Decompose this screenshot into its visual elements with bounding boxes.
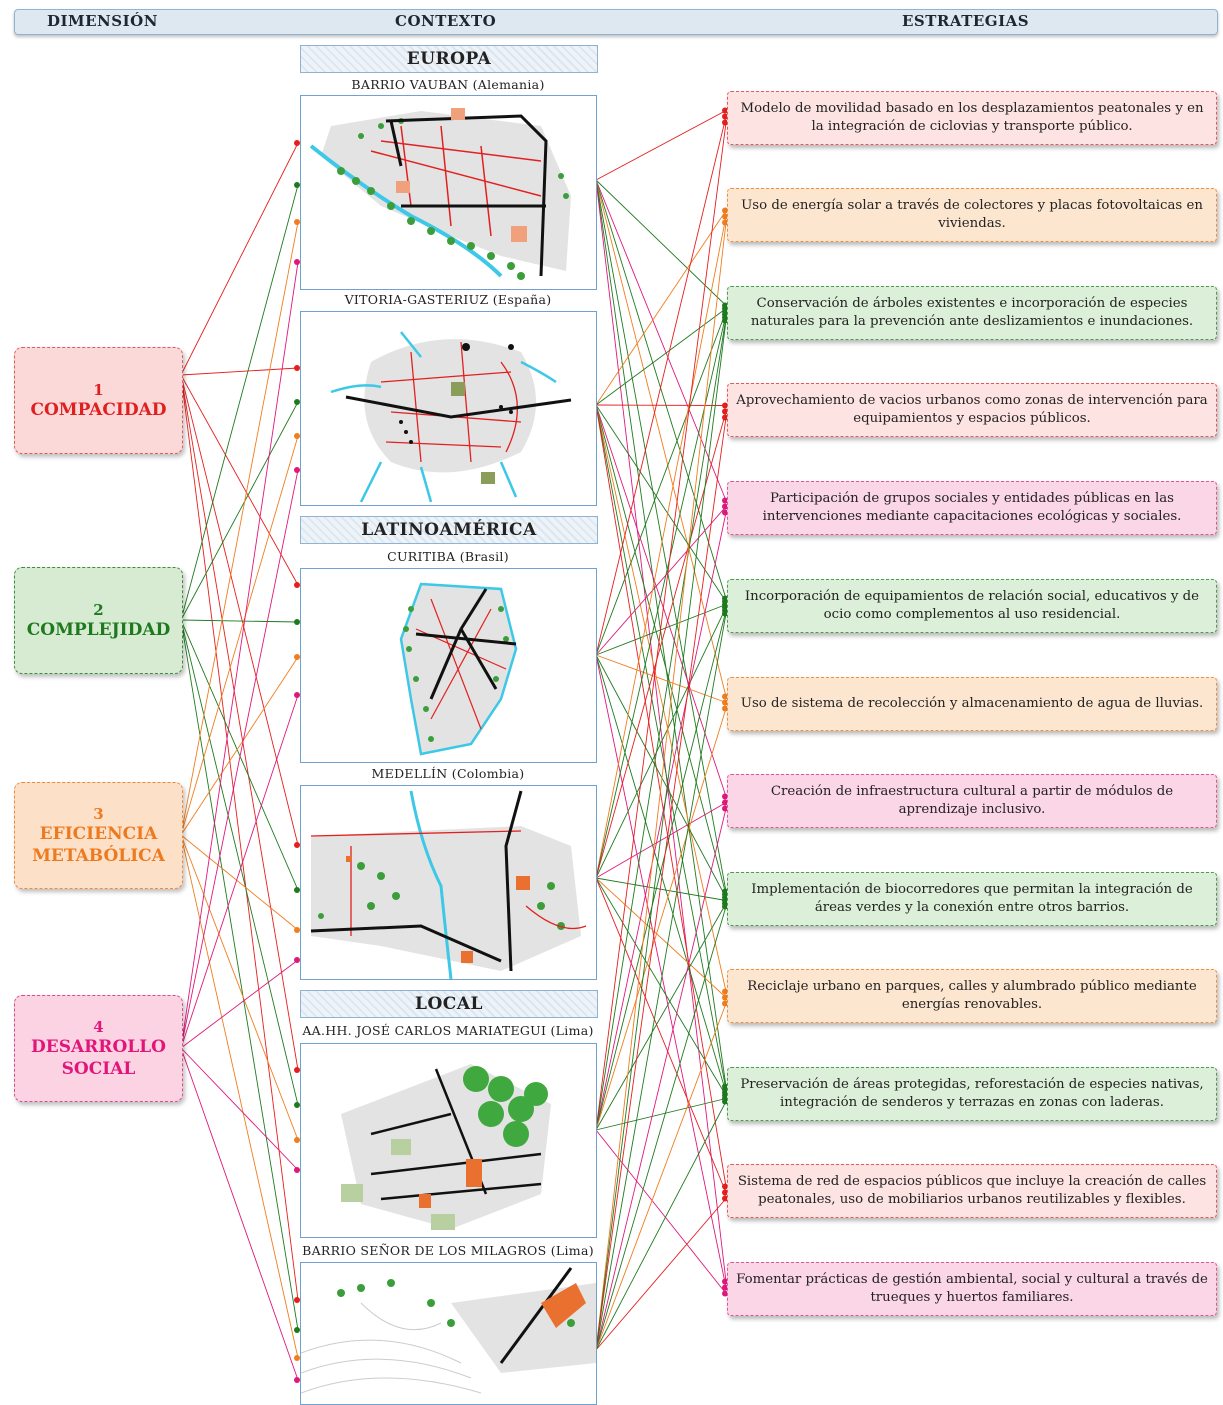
strategy-7: Uso de sistema de recolección y almacena… [727,677,1217,731]
dimension-label: COMPLEJIDAD [26,619,171,640]
map-vitoria [300,311,597,506]
dimension-number: 4 [93,1017,104,1036]
dimension-eficiencia-metabolica: 3 EFICIENCIA METABÓLICA [14,782,183,889]
map-mariategui-drawing [341,1064,551,1230]
strategy-12: Sistema de red de espacios públicos que … [727,1164,1217,1218]
dimension-complejidad: 2 COMPLEJIDAD [14,567,183,674]
strategy-9: Implementación de biocorredores que perm… [727,872,1217,926]
map-curitiba-drawing [399,582,518,756]
dimension-label: COMPACIDAD [30,399,167,420]
case-caption: AA.HH. JOSÉ CARLOS MARIATEGUI (Lima) [302,1023,594,1038]
header-dimension: DIMENSIÓN [47,12,158,30]
map-mariategui [300,1043,597,1238]
header-strategies: ESTRATEGIAS [902,12,1030,30]
case-caption: MEDELLÍN (Colombia) [371,766,525,781]
map-curitiba [300,568,597,763]
strategy-4: Aprovechamiento de vacios urbanos como z… [727,383,1217,437]
case-caption: BARRIO SEÑOR DE LOS MILAGROS (Lima) [302,1243,594,1258]
strategy-6: Incorporación de equipamientos de relaci… [727,579,1217,633]
strategy-1: Modelo de movilidad basado en los despla… [727,91,1217,145]
map-medellin-drawing [310,790,587,979]
map-vauban-drawing [309,108,571,280]
region-latinoamerica: LATINOAMÉRICA [300,516,598,544]
region-local: LOCAL [300,990,598,1018]
strategy-3: Conservación de árboles existentes e inc… [727,286,1217,340]
strategy-2: Uso de energía solar a través de colecto… [727,188,1217,242]
dimension-desarrollo-social: 4 DESARROLLO SOCIAL [14,995,183,1102]
strategy-11: Preservación de áreas protegidas, refore… [727,1067,1217,1121]
dimension-number: 1 [93,380,104,399]
dimension-label: DESARROLLO SOCIAL [31,1036,166,1079]
strategy-8: Creación de infraestructura cultural a p… [727,774,1217,828]
dimension-number: 3 [93,804,104,823]
strategy-10: Reciclaje urbano en parques, calles y al… [727,969,1217,1023]
region-europa: EUROPA [300,45,598,73]
strategy-13: Fomentar prácticas de gestión ambiental,… [727,1262,1217,1316]
map-milagros-drawing [301,1267,596,1394]
map-vauban [300,95,597,290]
map-milagros [300,1262,597,1405]
strategy-5: Participación de grupos sociales y entid… [727,481,1217,535]
column-header-bar: DIMENSIÓN CONTEXTO ESTRATEGIAS [14,9,1218,35]
header-context: CONTEXTO [395,12,497,30]
map-medellin [300,785,597,980]
dimension-number: 2 [93,600,104,619]
case-caption: BARRIO VAUBAN (Alemania) [351,77,545,92]
case-caption: VITORIA-GASTERIUZ (España) [344,292,552,307]
dimension-label: EFICIENCIA METABÓLICA [32,823,165,866]
dimension-compacidad: 1 COMPACIDAD [14,347,183,454]
map-vitoria-drawing [330,331,572,503]
case-caption: CURITIBA (Brasil) [387,549,509,564]
